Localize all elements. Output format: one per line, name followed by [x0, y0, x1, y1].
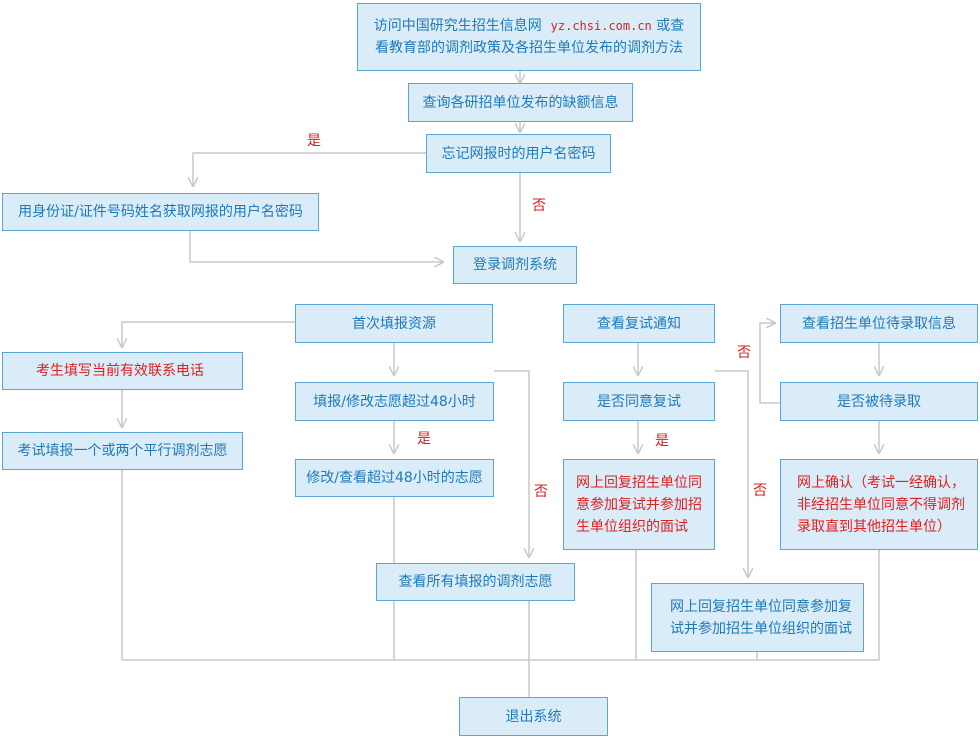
modify-view48-node: 修改/查看超过48小时的志愿	[295, 459, 494, 497]
visit-site-text-3: 看教育部的调剂政策及各招生单位发布的调剂方法	[375, 40, 683, 56]
yes-label-forgot: 是	[307, 133, 321, 149]
no-label-forgot: 否	[532, 198, 546, 214]
fill-choices-node: 考试填报一个或两个平行调剂志愿	[2, 432, 243, 470]
visit-site-node: 访问中国研究生招生信息网 yz.chsi.com.cn 或查 看教育部的调剂政策…	[357, 3, 701, 71]
site-url: yz.chsi.com.cn	[550, 19, 652, 33]
view-pending-node: 查看招生单位待录取信息	[780, 304, 978, 343]
no-label-modify: 否	[534, 484, 548, 500]
recover-account-node: 用身份证/证件号码姓名获取网报的用户名密码	[2, 193, 319, 231]
first-fill-node: 首次填报资源	[295, 304, 493, 343]
no-label-pending: 否	[737, 345, 751, 361]
reply-agree-node-a: 网上回复招生单位同意参加复试并参加招生单位组织的面试	[563, 459, 715, 550]
view-notice-node: 查看复试通知	[563, 304, 715, 343]
forgot-password-node: 忘记网报时的用户名密码	[426, 134, 611, 173]
query-vacancy-node: 查询各研招单位发布的缺额信息	[408, 83, 633, 122]
login-node: 登录调剂系统	[453, 246, 577, 284]
exit-node: 退出系统	[459, 697, 608, 736]
yes-label-modify: 是	[417, 431, 431, 447]
modify-over48-node: 填报/修改志愿超过48小时	[295, 382, 494, 421]
agree-retest-node: 是否同意复试	[563, 382, 715, 421]
visit-site-text: 访问中国研究生招生信息网	[373, 18, 542, 34]
no-label-retest: 否	[753, 483, 767, 499]
confirm-online-node: 网上确认（考试一经确认，非经招生单位同意不得调剂录取直到其他招生单位）	[780, 459, 978, 550]
yes-label-retest: 是	[655, 433, 669, 449]
visit-site-text-2: 或查	[656, 18, 685, 34]
fill-phone-node: 考生填写当前有效联系电话	[2, 352, 243, 390]
view-all-node: 查看所有填报的调剂志愿	[376, 563, 575, 601]
reply-agree-node-b: 网上回复招生单位同意参加复试并参加招生单位组织的面试	[651, 583, 864, 652]
is-pending-node: 是否被待录取	[780, 382, 978, 421]
